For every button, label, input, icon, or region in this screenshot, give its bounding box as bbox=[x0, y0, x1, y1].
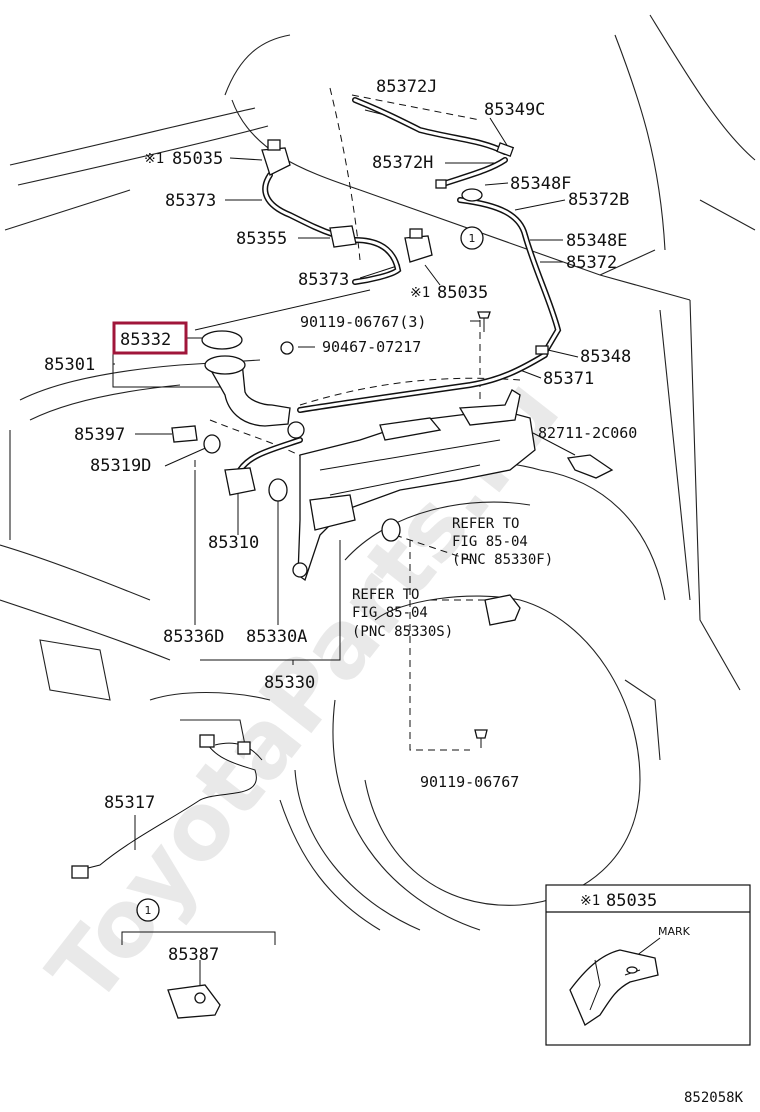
callout-85372J[interactable]: 85372J bbox=[376, 77, 437, 97]
inset-mark-label: MARK bbox=[658, 925, 691, 938]
figure-code: 852058K bbox=[684, 1090, 744, 1106]
circle-marker-1-lower: 1 bbox=[136, 898, 160, 922]
callout-90467-07217[interactable]: 90467-07217 bbox=[322, 338, 421, 356]
callout-85035-top[interactable]: 85035 bbox=[172, 149, 223, 169]
callout-85372H[interactable]: 85372H bbox=[372, 153, 433, 173]
callout-85387[interactable]: 85387 bbox=[168, 945, 219, 965]
svg-text:FIG 85-04: FIG 85-04 bbox=[352, 605, 428, 621]
svg-text:REFER TO: REFER TO bbox=[352, 587, 419, 603]
nozzles-and-joints bbox=[261, 139, 549, 748]
svg-text:(PNC 85330F): (PNC 85330F) bbox=[452, 552, 553, 568]
svg-text:(PNC 85330S): (PNC 85330S) bbox=[352, 624, 453, 640]
callout-85349C[interactable]: 85349C bbox=[484, 100, 545, 120]
wire-harness bbox=[71, 734, 263, 1019]
inset-header: 85035 bbox=[606, 891, 657, 911]
callout-90119-06767[interactable]: 90119-06767 bbox=[420, 773, 519, 791]
callout-85319D[interactable]: 85319D bbox=[90, 456, 151, 476]
svg-text:※1: ※1 bbox=[580, 893, 600, 909]
svg-text:1: 1 bbox=[145, 904, 152, 917]
callout-85348[interactable]: 85348 bbox=[580, 347, 631, 367]
callout-85332[interactable]: 85332 bbox=[120, 330, 171, 350]
callout-85348E[interactable]: 85348E bbox=[566, 231, 627, 251]
part-callouts: 85372J 85349C ※1 85035 85372H 85348F 853… bbox=[44, 77, 637, 965]
highlight-box-85332 bbox=[112, 321, 188, 355]
asterisk-mark-top: ※1 bbox=[144, 151, 164, 167]
callout-85330A[interactable]: 85330A bbox=[246, 627, 307, 647]
svg-text:REFER TO: REFER TO bbox=[452, 516, 519, 532]
callout-85317[interactable]: 85317 bbox=[104, 793, 155, 813]
svg-text:1: 1 bbox=[469, 232, 476, 245]
callout-85330[interactable]: 85330 bbox=[264, 673, 315, 693]
callout-85372B[interactable]: 85372B bbox=[568, 190, 629, 210]
callout-85355[interactable]: 85355 bbox=[236, 229, 287, 249]
callout-85301[interactable]: 85301 bbox=[44, 355, 95, 375]
inset-85035-detail: ※1 85035 MARK bbox=[545, 884, 751, 1046]
refer-note-85330S: REFER TO FIG 85-04 (PNC 85330S) bbox=[352, 587, 453, 640]
circle-marker-1-upper: 1 bbox=[460, 226, 484, 250]
callout-85371[interactable]: 85371 bbox=[543, 369, 594, 389]
washer-hoses bbox=[237, 97, 562, 473]
svg-text:FIG 85-04: FIG 85-04 bbox=[452, 534, 528, 550]
callout-82711-2C060[interactable]: 82711-2C060 bbox=[538, 424, 637, 442]
refer-note-85330F: REFER TO FIG 85-04 (PNC 85330F) bbox=[452, 516, 553, 568]
callout-85397[interactable]: 85397 bbox=[74, 425, 125, 445]
callout-85348F[interactable]: 85348F bbox=[510, 174, 571, 194]
callout-85035-mid[interactable]: 85035 bbox=[437, 283, 488, 303]
callout-85373-mid[interactable]: 85373 bbox=[298, 270, 349, 290]
callout-85336D[interactable]: 85336D bbox=[163, 627, 224, 647]
washer-tank bbox=[171, 330, 614, 626]
callout-85310[interactable]: 85310 bbox=[208, 533, 259, 553]
asterisk-mark-mid: ※1 bbox=[410, 285, 430, 301]
callout-85373-top[interactable]: 85373 bbox=[165, 191, 216, 211]
callout-90119-06767-3[interactable]: 90119-06767(3) bbox=[300, 313, 426, 331]
callout-85372[interactable]: 85372 bbox=[566, 253, 617, 273]
